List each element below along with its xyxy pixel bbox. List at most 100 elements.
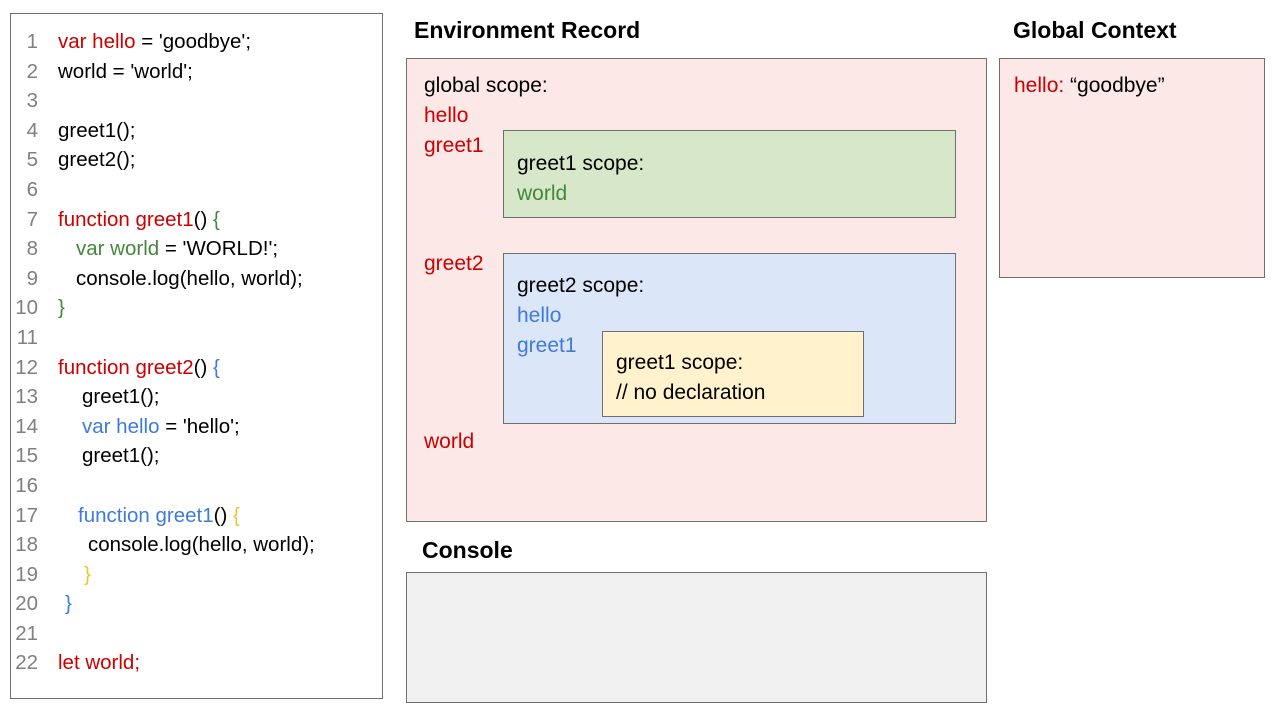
- code-line: 18 console.log(hello, world);: [11, 530, 382, 560]
- line-code: function greet1() {: [58, 504, 240, 527]
- inner-greet1-scope-box: greet1 scope: // no declaration: [602, 331, 864, 417]
- environment-record-box: global scope: hello greet1 greet2 world …: [406, 58, 987, 522]
- line-code: let world;: [58, 651, 140, 674]
- line-code: var hello = 'goodbye';: [58, 30, 251, 53]
- line-number: 19: [15, 562, 38, 586]
- code-line: 7 function greet1() {: [11, 205, 382, 235]
- code-line: 4 greet1();: [11, 116, 382, 146]
- code-token: greet2();: [58, 148, 136, 172]
- greet2-var-hello: hello: [517, 304, 562, 327]
- greet2-var-greet1: greet1: [517, 334, 577, 357]
- code-token: function greet1: [58, 207, 194, 231]
- line-number: 13: [15, 385, 38, 409]
- code-token: console.log(hello, world);: [88, 533, 315, 557]
- environment-record-title: Environment Record: [414, 17, 641, 43]
- code-line: 13 greet1();: [11, 382, 382, 412]
- global-context-entry-key: hello:: [1014, 74, 1065, 97]
- greet2-scope-box: greet2 scope: hello greet1 greet1 scope:…: [503, 253, 956, 424]
- code-token: var world: [76, 237, 160, 261]
- line-code: }: [58, 296, 65, 319]
- global-var-greet1: greet1: [424, 134, 484, 157]
- line-code: greet2();: [58, 148, 135, 171]
- global-context-title: Global Context: [1013, 17, 1177, 43]
- greet1-scope-box: greet1 scope: world: [503, 130, 956, 218]
- greet1-scope-label: greet1 scope:: [517, 152, 645, 175]
- line-code: world = 'world';: [58, 60, 193, 83]
- code-token: var hello: [58, 30, 136, 53]
- code-token: (): [193, 207, 213, 231]
- code-panel: 1 var hello = 'goodbye'; 2 world = 'world';…: [10, 13, 383, 699]
- line-code: }: [58, 563, 91, 586]
- line-number: 4: [26, 118, 38, 142]
- line-number: 9: [26, 266, 38, 290]
- line-code: function greet1() {: [58, 208, 220, 231]
- code-line: 21: [11, 619, 382, 649]
- global-var-hello: hello: [424, 104, 469, 127]
- line-code: console.log(hello, world);: [58, 267, 303, 290]
- line-number: 22: [15, 651, 38, 675]
- console-title: Console: [422, 537, 513, 563]
- code-line: 17 function greet1() {: [11, 501, 382, 531]
- line-number: 17: [15, 503, 38, 527]
- code-line: 16: [11, 471, 382, 501]
- global-context-entry-value: “goodbye”: [1064, 74, 1165, 97]
- code-token: {: [232, 503, 240, 527]
- code-line: 11: [11, 323, 382, 353]
- code-token: let world;: [58, 651, 141, 675]
- code-line: 12 function greet2() {: [11, 353, 382, 383]
- greet1-var-world: world: [517, 182, 568, 205]
- code-token: function greet2: [58, 355, 194, 379]
- code-token: (): [193, 355, 213, 379]
- code-line: 20}: [11, 589, 382, 619]
- line-number: 15: [15, 444, 38, 468]
- global-scope-label: global scope:: [424, 74, 548, 97]
- greet2-scope-label: greet2 scope:: [517, 274, 645, 297]
- line-code: greet1();: [58, 119, 135, 142]
- line-number: 2: [26, 59, 38, 83]
- code-line: 3: [11, 86, 382, 116]
- line-code: }: [58, 592, 72, 615]
- code-token: greet1();: [58, 118, 136, 142]
- code-line: 15 greet1();: [11, 441, 382, 471]
- console-output-box: [406, 572, 987, 703]
- line-number: 10: [15, 296, 38, 320]
- code-token: }: [58, 296, 65, 320]
- code-lines: 1 var hello = 'goodbye'; 2 world = 'world';…: [11, 14, 382, 678]
- line-code: console.log(hello, world);: [58, 533, 315, 556]
- line-number: 18: [15, 533, 38, 557]
- line-number: 20: [15, 592, 38, 616]
- code-line: 2 world = 'world';: [11, 57, 382, 87]
- line-code: function greet2() {: [58, 356, 220, 379]
- code-token: greet1();: [82, 385, 160, 409]
- code-token: console.log(hello, world);: [76, 266, 303, 290]
- code-line: 10}: [11, 293, 382, 323]
- code-token: var hello: [82, 414, 160, 438]
- line-number: 6: [26, 177, 38, 201]
- line-number: 11: [16, 325, 38, 349]
- line-number: 3: [26, 89, 38, 113]
- line-code: greet1();: [58, 385, 159, 408]
- code-token: {: [212, 355, 220, 379]
- line-code: var world = 'WORLD!';: [58, 237, 278, 260]
- code-token: (): [213, 503, 233, 527]
- inner-greet1-comment: // no declaration: [616, 381, 766, 404]
- line-number: 12: [15, 355, 38, 379]
- code-token: greet1();: [82, 444, 160, 468]
- global-context-box: hello: “goodbye”: [999, 58, 1265, 278]
- code-line: 6: [11, 175, 382, 205]
- inner-greet1-scope-label: greet1 scope:: [616, 351, 744, 374]
- global-var-world: world: [424, 430, 475, 453]
- line-number: 8: [26, 237, 38, 261]
- line-code: greet1();: [58, 444, 159, 467]
- line-number: 7: [26, 207, 38, 231]
- code-token: }: [84, 562, 91, 586]
- code-line: 9 console.log(hello, world);: [11, 264, 382, 294]
- line-number: 1: [26, 30, 38, 53]
- global-context-entry: hello: “goodbye”: [1014, 71, 1165, 101]
- code-token: function greet1: [78, 503, 214, 527]
- code-line: 1 var hello = 'goodbye';: [11, 27, 382, 57]
- code-token: = 'WORLD!';: [159, 237, 279, 261]
